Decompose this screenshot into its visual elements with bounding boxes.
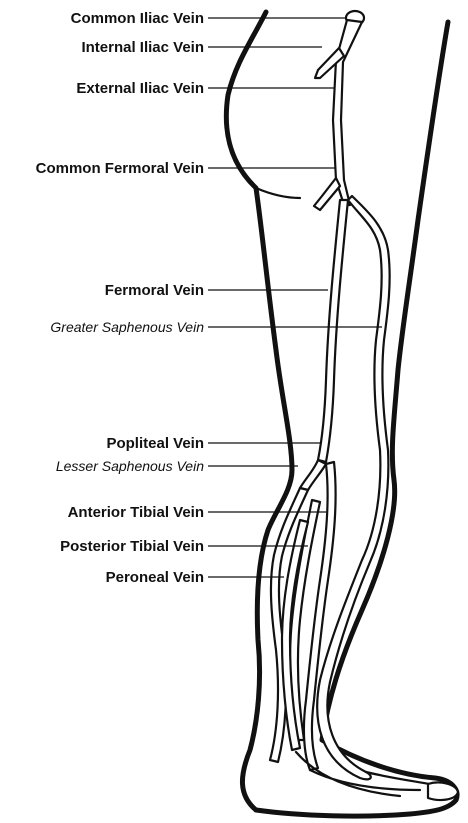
femoral-vein-shape	[318, 200, 348, 462]
toe-shape	[428, 782, 458, 800]
label-femoral: Fermoral Vein	[105, 282, 204, 299]
label-internal-iliac: Internal Iliac Vein	[81, 39, 204, 56]
label-popliteal: Popliteal Vein	[106, 435, 204, 452]
femoral-side-branch	[314, 178, 340, 210]
popliteal-vein-shape	[300, 460, 326, 490]
iliac-trunk	[333, 20, 362, 205]
label-external-iliac: External Iliac Vein	[76, 80, 204, 97]
label-anterior-tibial: Anterior Tibial Vein	[68, 504, 204, 521]
label-posterior-tibial: Posterior Tibial Vein	[60, 538, 204, 555]
vein-labels: Common Iliac Vein Internal Iliac Vein Ex…	[36, 10, 205, 586]
hip-contour	[256, 188, 300, 198]
leader-lines	[208, 18, 382, 577]
foot-outline	[256, 800, 456, 816]
label-peroneal: Peroneal Vein	[106, 569, 204, 586]
label-greater-saphenous: Greater Saphenous Vein	[50, 319, 204, 335]
label-common-iliac: Common Iliac Vein	[71, 10, 204, 27]
label-lesser-saphenous: Lesser Saphenous Vein	[56, 458, 204, 474]
label-common-femoral: Common Fermoral Vein	[36, 160, 204, 177]
